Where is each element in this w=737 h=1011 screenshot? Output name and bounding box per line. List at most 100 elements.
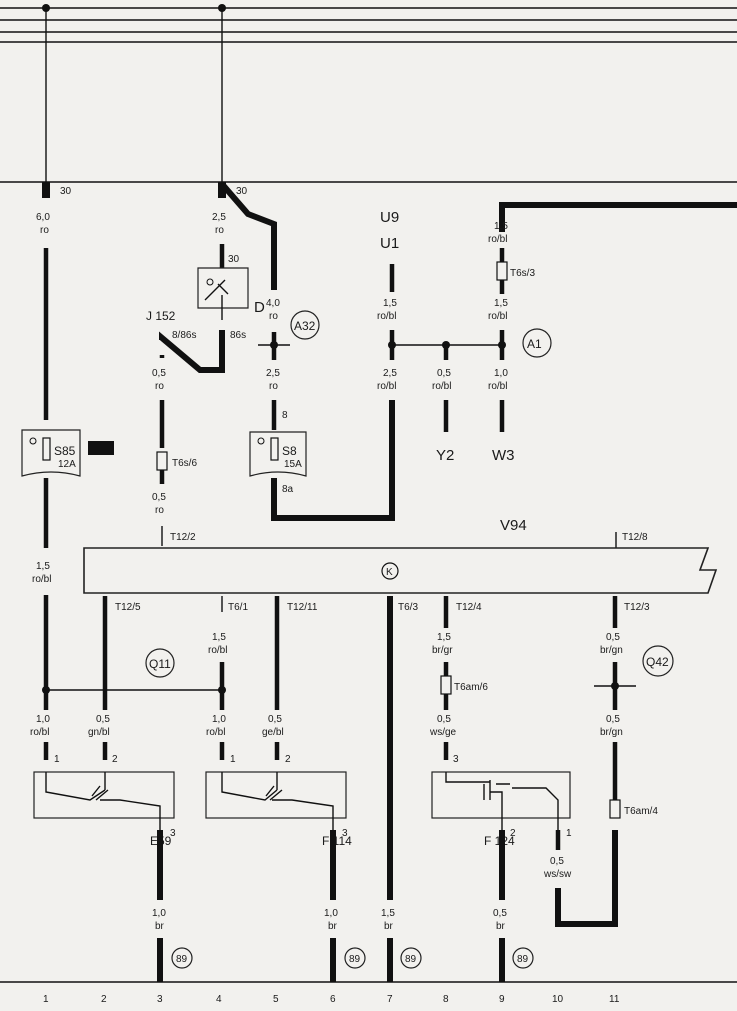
relay-name: J 152	[146, 309, 176, 323]
column-number: 9	[499, 994, 505, 1005]
fuse-name: S85	[54, 444, 76, 458]
wire-color: br/gn	[600, 727, 623, 738]
wire-reference: A32	[294, 319, 316, 333]
wire-reference: Q11	[149, 657, 171, 671]
connector-label: T12/3	[624, 602, 650, 613]
wire-size: 6,0	[36, 212, 50, 223]
terminal-30-label: 30	[236, 186, 248, 197]
pin-label: 8a	[282, 484, 294, 495]
wire-size: 0,5	[268, 714, 282, 725]
pin-label: 8/86s	[172, 330, 196, 341]
wire-color: ro/bl	[488, 311, 507, 322]
wire-size: 1,5	[212, 632, 226, 643]
pin-number: 3	[170, 828, 176, 839]
pin-number: 2	[112, 754, 118, 765]
column-number: 5	[273, 994, 279, 1005]
wire-size: 1,5	[383, 298, 397, 309]
switch-f114: F 114	[205, 771, 352, 848]
switch-e59: E59	[33, 771, 175, 848]
column-1-wiring: 6,0 ro S85 12A 1,5 ro/bl 1,0 ro/bl 1	[21, 212, 220, 765]
connector-label: T6/1	[228, 602, 248, 613]
wire-color: br/gr	[432, 645, 453, 656]
pin-number: 3	[342, 828, 348, 839]
pin-number: 2	[510, 828, 516, 839]
column-3-wiring: 3 1,0 br 89	[152, 828, 193, 982]
u-branch: U9 U1 1,5 ro/bl 2,5 ro/bl	[377, 209, 502, 392]
wire-size: 1,5	[494, 221, 508, 232]
wire-size: 1,0	[152, 908, 166, 919]
terminal-30-bus: 30 30	[0, 181, 737, 198]
component-y2: Y2	[436, 447, 454, 464]
connector-label: T6am/4	[624, 806, 658, 817]
wire-size: 0,5	[493, 908, 507, 919]
fuse-badge-icon	[88, 441, 114, 455]
wire-size: 0,5	[606, 714, 620, 725]
ground-point-label: 89	[349, 954, 361, 965]
wire-size: 1,5	[437, 632, 451, 643]
wire-reference: A1	[527, 337, 542, 351]
wire-color: ro/bl	[488, 381, 507, 392]
column-7-wiring: T6/3 1,5 br 89	[381, 596, 422, 982]
pin-number: 1	[54, 754, 60, 765]
wire-color: br	[384, 921, 394, 932]
wire-reference: Q42	[646, 655, 669, 669]
connector-label: T12/5	[115, 602, 141, 613]
wire-color: ro	[155, 505, 164, 516]
wire-size: 1,5	[381, 908, 395, 919]
wire-color: ro	[269, 311, 278, 322]
connector-label: T12/8	[622, 532, 648, 543]
wire-size: 0,5	[550, 856, 564, 867]
column-numbers: 1 2 3 4 5 6 7 8 9 10 11	[43, 994, 620, 1005]
column-9-wiring: 2 0,5 br 89	[493, 828, 534, 982]
ground-point-label: 89	[517, 954, 529, 965]
component-u9: U9	[380, 209, 399, 226]
wire-color: gn/bl	[88, 727, 110, 738]
fuse-rating: 12A	[58, 459, 76, 470]
fuse-s8: S8 15A 8a	[249, 400, 395, 521]
wire-size: 0,5	[96, 714, 110, 725]
wire-color: ro	[269, 381, 278, 392]
pin-label: 86s	[230, 330, 246, 341]
column-number: 10	[552, 994, 564, 1005]
column-5-wiring: T12/11 0,5 ge/bl 2	[262, 596, 318, 765]
wire-size: 1,0	[324, 908, 338, 919]
pin-number: 3	[453, 754, 459, 765]
connector-label: T6s/6	[172, 458, 197, 469]
pin-number: 1	[566, 828, 572, 839]
wire-color: ro	[40, 225, 49, 236]
switch-name: F 114	[322, 834, 352, 848]
pin-label: 8	[282, 410, 288, 421]
wire-color: ro/bl	[377, 311, 396, 322]
wire-color: ro	[215, 225, 224, 236]
fuse-rating: 15A	[284, 459, 302, 470]
wire-size: 2,5	[212, 212, 226, 223]
wire-color: ro/bl	[208, 645, 227, 656]
column-4-wiring: T6/1 1,5 ro/bl Q11 1,0 ro/bl 1	[145, 596, 248, 765]
column-8-wiring: T12/4 1,5 br/gr T6am/6 0,5 ws/ge 3	[429, 596, 488, 765]
component-u1: U1	[380, 235, 399, 252]
wire-size: 1,0	[494, 368, 508, 379]
wire-size: 1,0	[36, 714, 50, 725]
column-number: 8	[443, 994, 449, 1005]
wire-color: ws/ge	[429, 727, 457, 738]
connector-label: T6/3	[398, 602, 418, 613]
unit-name: V94	[500, 517, 527, 534]
wire-color: ro	[155, 381, 164, 392]
wire-size: 1,5	[36, 561, 50, 572]
wire-color: br	[328, 921, 338, 932]
k-symbol: K	[386, 567, 393, 578]
wire-color: ro/bl	[30, 727, 49, 738]
wire-size: 1,0	[212, 714, 226, 725]
wire-size: 2,5	[266, 368, 280, 379]
wire-size: 0,5	[152, 492, 166, 503]
wire-color: ro/bl	[206, 727, 225, 738]
wire-size: 0,5	[606, 632, 620, 643]
pin-number: 1	[230, 754, 236, 765]
wire-color: ge/bl	[262, 727, 284, 738]
column-number: 2	[101, 994, 107, 1005]
wire-color: ro/bl	[432, 381, 451, 392]
control-unit-v94: V94 T12/8 K	[83, 517, 718, 594]
connector-label: T6s/3	[510, 268, 535, 279]
ground-point-label: 89	[405, 954, 417, 965]
